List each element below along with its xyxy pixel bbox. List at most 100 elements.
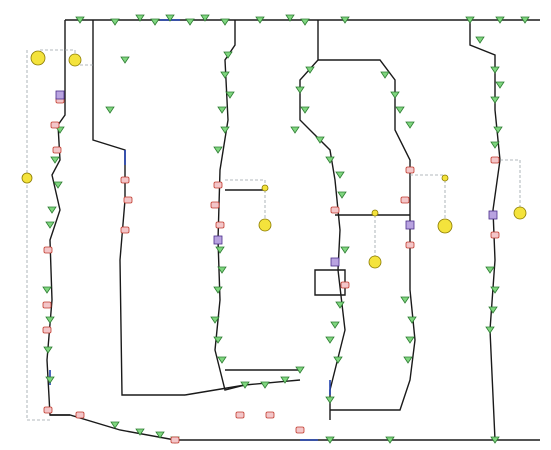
valve-icon: [135, 428, 145, 436]
valve-icon: [110, 18, 120, 26]
valve-icon: [240, 381, 250, 389]
junction-icon: [490, 156, 500, 164]
valve-icon: [300, 18, 310, 26]
valve-icon: [110, 421, 120, 429]
valve-icon: [400, 296, 410, 304]
valve-icon: [330, 321, 340, 329]
valve-icon: [260, 381, 270, 389]
valve-icon: [335, 301, 345, 309]
valve-icon: [475, 36, 485, 44]
junction-icon: [42, 301, 52, 309]
tank-icon: [30, 50, 46, 66]
valve-icon: [220, 71, 230, 79]
valve-group: [42, 14, 530, 444]
valve-icon: [485, 266, 495, 274]
valve-icon: [45, 376, 55, 384]
tank-icon: [368, 255, 382, 269]
valve-icon: [280, 376, 290, 384]
cross-link-4: [314, 269, 346, 296]
pump-group: [55, 90, 498, 267]
tank-icon: [437, 218, 453, 234]
valve-icon: [155, 431, 165, 439]
valve-icon: [285, 14, 295, 22]
valve-icon: [300, 106, 310, 114]
tank-icon: [441, 174, 449, 182]
control-link-left: [26, 50, 50, 421]
valve-icon: [213, 286, 223, 294]
valve-icon: [45, 221, 55, 229]
valve-icon: [333, 356, 343, 364]
valve-icon: [215, 246, 225, 254]
junction-icon: [120, 226, 130, 234]
valve-icon: [295, 86, 305, 94]
junction-icon: [43, 406, 53, 414]
valve-icon: [50, 156, 60, 164]
valve-icon: [220, 18, 230, 26]
tank-icon: [261, 184, 269, 192]
junction-icon: [215, 221, 225, 229]
valve-icon: [325, 436, 335, 444]
junction-icon: [43, 246, 53, 254]
junction-icon: [213, 181, 223, 189]
valve-icon: [490, 436, 500, 444]
valve-icon: [225, 91, 235, 99]
pump-icon: [488, 210, 498, 220]
valve-icon: [403, 356, 413, 364]
valve-icon: [325, 336, 335, 344]
valve-icon: [490, 141, 500, 149]
tank-icon: [371, 209, 379, 217]
valve-icon: [405, 336, 415, 344]
valve-icon: [520, 16, 530, 24]
column-4-pipe: [299, 20, 346, 420]
tank-icon: [68, 53, 82, 67]
valve-icon: [340, 246, 350, 254]
junction-icon: [42, 326, 52, 334]
valve-icon: [490, 286, 500, 294]
column-5-pipe: [318, 59, 416, 411]
valve-icon: [485, 326, 495, 334]
pump-icon: [405, 220, 415, 230]
valve-icon: [488, 306, 498, 314]
valve-icon: [217, 106, 227, 114]
valve-icon: [290, 126, 300, 134]
pump-icon: [55, 90, 65, 100]
valve-icon: [340, 16, 350, 24]
junction-icon: [123, 196, 133, 204]
valve-icon: [220, 126, 230, 134]
tank-icon: [513, 206, 527, 220]
valve-icon: [53, 181, 63, 189]
junction-icon: [210, 201, 220, 209]
valve-icon: [150, 18, 160, 26]
valve-icon: [210, 316, 220, 324]
valve-icon: [490, 66, 500, 74]
valve-icon: [55, 126, 65, 134]
valve-icon: [305, 66, 315, 74]
junction-icon: [340, 281, 350, 289]
valve-icon: [495, 81, 505, 89]
valve-icon: [200, 14, 210, 22]
valve-icon: [217, 356, 227, 364]
valve-icon: [495, 16, 505, 24]
valve-icon: [325, 156, 335, 164]
junction-icon: [265, 411, 275, 419]
valve-icon: [325, 396, 335, 404]
junction-icon: [405, 166, 415, 174]
junction-icon: [490, 231, 500, 239]
valve-icon: [390, 91, 400, 99]
junction-icon: [52, 146, 62, 154]
valve-icon: [47, 206, 57, 214]
valve-icon: [213, 146, 223, 154]
pump-icon: [330, 257, 340, 267]
valve-icon: [407, 316, 417, 324]
pump-icon: [213, 235, 223, 245]
valve-icon: [105, 106, 115, 114]
valve-icon: [217, 266, 227, 274]
junction-icon: [170, 436, 180, 444]
valve-icon: [75, 16, 85, 24]
valve-icon: [185, 18, 195, 26]
junction-icon: [400, 196, 410, 204]
valve-icon: [493, 126, 503, 134]
valve-icon: [213, 336, 223, 344]
